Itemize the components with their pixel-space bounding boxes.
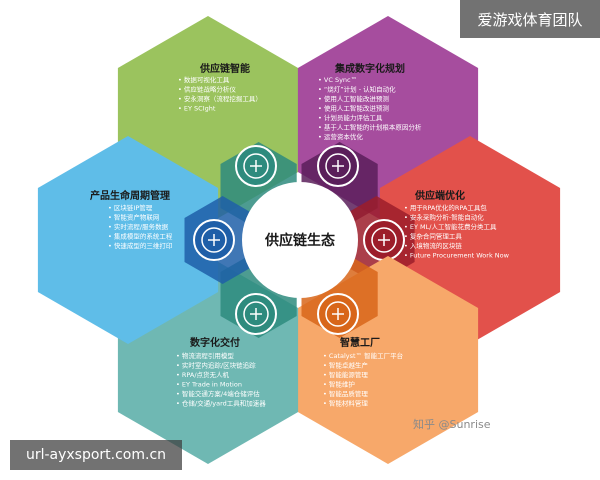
segment-title: 数字化交付 [190,336,240,349]
segment-list-item: • 智能交通方案/4端仓储评估 [176,389,260,398]
segment-list-item: • 智能维护 [323,380,355,389]
segment-title: 供应端优化 [414,189,465,202]
shopping-cart-icon [363,219,405,261]
center-title: 供应链生态 [264,232,335,249]
segment-list-item: • Future Procurement Work Now [404,252,510,260]
segment-list-item: • 运营资本优化 [318,132,363,141]
segment-list-item: • 供应链战略分析仪 [178,85,236,94]
chain-link-icon [235,145,277,187]
factory-icon [317,293,359,335]
segment-list-item: • 实时室内追踪/区块链追踪 [176,361,256,370]
segment-list-item: • Catalyst™ 智能工厂平台 [323,351,403,360]
segment-hexagon [37,136,219,344]
watermark-bottom: url-ayxsport.com.cn [10,440,182,470]
segment-list-item: • 数据可视化工具 [178,75,230,84]
segment-list-item: • 使用人工智能改进预测 [318,104,389,113]
watermark-top: 爱游戏体育团队 [460,0,600,38]
atom-icon [193,219,235,261]
segment-list-item: • 复杂合同管理工具 [404,232,462,241]
segment-list-item: • RPA/点货无人机 [176,370,230,379]
segment-list-item: • 实时流程/服务数据 [108,222,169,231]
center-hub: 供应链生态 [242,182,358,298]
segment-list-item: • “烧灯”计划 - 认知自动化 [318,85,396,94]
segment-list-item: • VC Sync™ [318,76,357,84]
segment-list-item: • 计划员能力评估工具 [318,113,383,122]
delivery-robot-icon [235,293,277,335]
segment-title: 智慧工厂 [340,336,380,349]
segment-list-item: • 集成模型的系统工程 [108,232,173,241]
segment-list-item: • EY Trade in Motion [176,381,242,389]
segment-list-item: • 智能卓越生产 [323,361,368,370]
segment-list-item: • 仓储/交通/yard工具和加速器 [176,399,266,408]
segment-list-item: • 基于人工智能的计划根本原因分析 [318,123,422,132]
segment-list-item: • 智能品质管理 [323,389,368,398]
segment-list-item: • EY SCIght [178,105,216,113]
segment-list-item: • 安永采购分析-智能自动化 [404,213,484,222]
segment-list-item: • 安永洞察（流程挖掘工具） [178,94,262,103]
segment-list-item: • 入境物流的区块链 [404,241,462,250]
segment-title: 供应链智能 [199,62,250,75]
clipboard-checklist-icon [317,145,359,187]
segment-list-item: • 区块链IP管理 [108,203,153,212]
segment-list-item: • 用于RPA优化的RPA工具包 [404,203,487,212]
segment-list-item: • 使用人工智能改进预测 [318,94,389,103]
segment-list-item: • 快速成型的三维打印 [108,241,172,250]
segment-list-item: • 智能资产物联网 [108,213,159,222]
author-credit: 知乎 @Sunrise [413,418,491,431]
segment-smart-factory: 智慧工厂• Catalyst™ 智能工厂平台• 智能卓越生产• 智能能源管理• … [297,250,479,464]
segment-title: 集成数字化规划 [334,62,405,75]
segment-title: 产品生命周期管理 [90,189,170,202]
segment-list-item: • 智能材料管理 [323,399,368,408]
segment-list-item: • EY ML/人工智能花费分类工具 [404,222,497,231]
segment-product-lifecycle-management: 产品生命周期管理• 区块链IP管理• 智能资产物联网• 实时流程/服务数据• 集… [37,136,261,344]
segment-list-item: • 智能能源管理 [323,370,368,379]
segment-list-item: • 物流流程引用模型 [176,351,234,360]
